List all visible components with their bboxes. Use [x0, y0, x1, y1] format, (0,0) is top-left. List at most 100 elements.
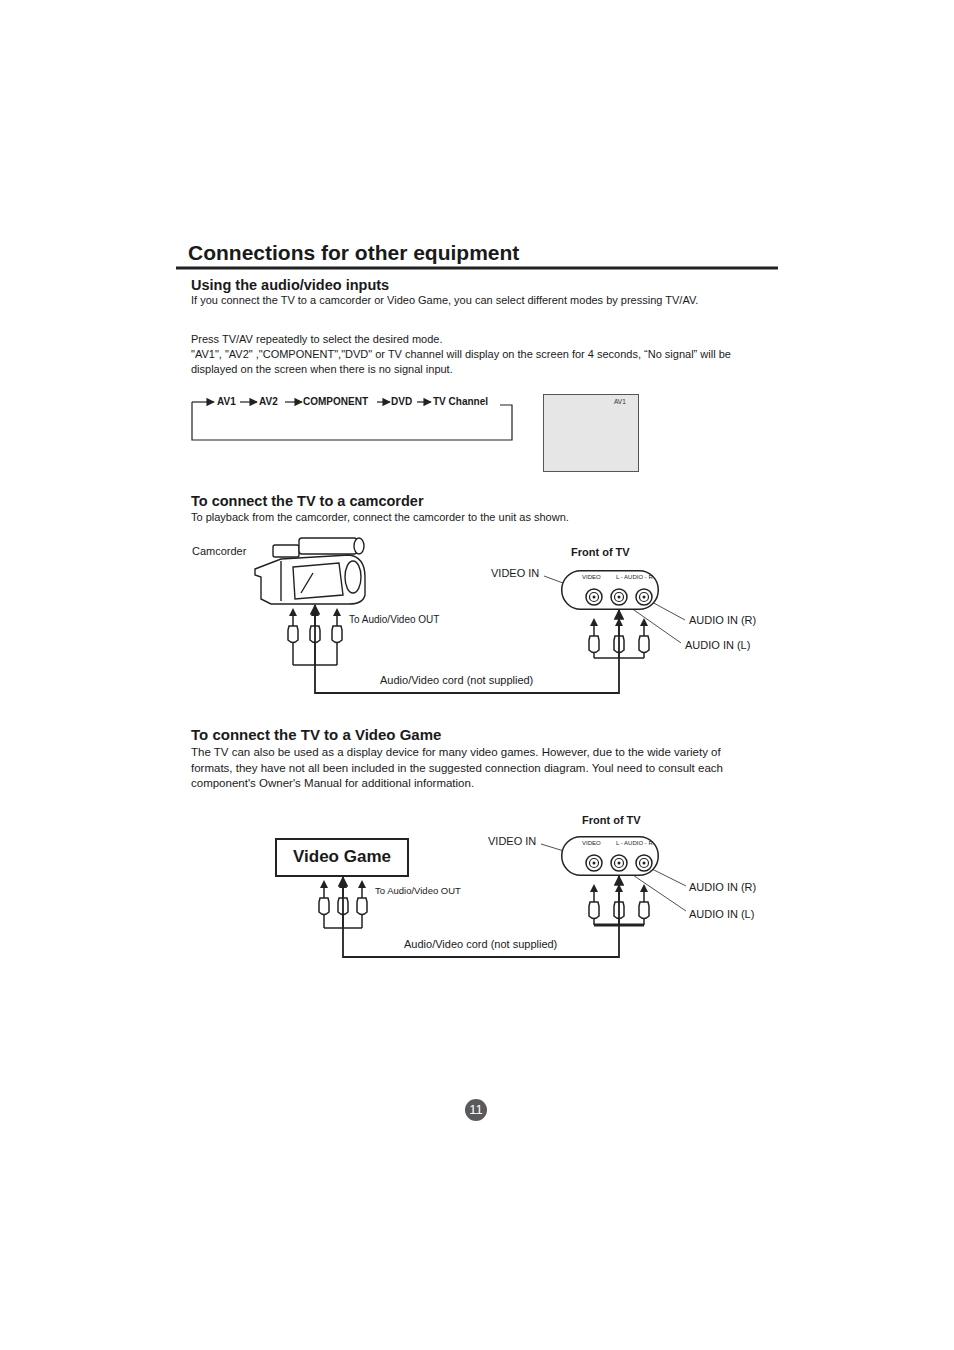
- node-label: AV1: [614, 398, 626, 406]
- panel-outline: [562, 571, 659, 610]
- callout-label: AUDIO IN (R): [689, 614, 756, 628]
- plug-wire: [361, 915, 363, 928]
- plug-arrowhead: [590, 618, 598, 626]
- jack-caption: VIDEO: [582, 840, 601, 847]
- rca-jack-pin: [618, 862, 621, 865]
- page-text: To connect the TV to a camcorder: [191, 492, 424, 510]
- camcorder-shell: [255, 555, 365, 604]
- plug-body: [639, 636, 649, 653]
- plug-pin: [361, 888, 363, 898]
- jack-panel: Front of TVVIDEOL - AUDIO - R: [561, 836, 659, 876]
- rca-jack-pin: [643, 596, 646, 599]
- viewfinder: [273, 545, 299, 557]
- rca-jack: [586, 589, 602, 605]
- callout-label: To Audio/Video OUT: [375, 885, 461, 897]
- callout-label: VIDEO IN: [491, 567, 539, 581]
- plug-arrowhead: [289, 608, 297, 616]
- camcorder-illustration: [253, 537, 366, 605]
- plug-pin: [336, 616, 338, 626]
- page-text: If you connect the TV to a camcorder or …: [191, 294, 698, 308]
- leader-lines: [541, 576, 686, 911]
- plug-pin: [643, 892, 645, 902]
- camcorder: Camcorder: [253, 537, 366, 605]
- jack-panel: Front of TVVIDEOL - AUDIO - R: [561, 570, 659, 610]
- lens-front: [354, 538, 364, 554]
- jack-caption: L - AUDIO - R: [616, 574, 653, 581]
- node-label: Video Game: [293, 847, 391, 867]
- page-text: COMPONENT: [303, 396, 368, 409]
- rca-jack-pin: [643, 862, 646, 865]
- page-text: DVD: [391, 396, 412, 409]
- rca-jack-pin: [593, 862, 596, 865]
- rca-jack-pin: [593, 596, 596, 599]
- plug-body: [319, 898, 329, 915]
- plug-pin: [292, 616, 294, 626]
- screen-display: AV1: [543, 394, 639, 472]
- callout-label: To Audio/Video OUT: [349, 614, 439, 627]
- plug-pin: [593, 892, 595, 902]
- rca-jack-pin: [618, 596, 621, 599]
- node-label: Front of TV: [582, 814, 641, 827]
- page-text: AV1: [217, 396, 236, 409]
- page-text: AV2: [259, 396, 278, 409]
- rca-jack-ring: [590, 593, 599, 602]
- plug-wire: [292, 643, 294, 665]
- title-rule: [176, 267, 778, 270]
- plug-body: [288, 626, 298, 643]
- rca-jack: [586, 855, 602, 871]
- plug-arrowhead: [358, 880, 366, 888]
- rca-jack: [636, 855, 652, 871]
- plug-body: [589, 902, 599, 919]
- page-text: Press TV/AV repeatedly to select the des…: [191, 333, 443, 347]
- plug-body: [589, 636, 599, 653]
- page-text: To playback from the camcorder, connect …: [191, 511, 569, 525]
- page-text: The TV can also be used as a display dev…: [191, 745, 761, 792]
- rca-jack: [611, 589, 627, 605]
- camcorder-body: [255, 538, 365, 604]
- plug-arrowhead: [640, 884, 648, 892]
- page-text: Using the audio/video inputs: [191, 276, 389, 294]
- node-label: Front of TV: [571, 546, 630, 559]
- jack-caption: L - AUDIO - R: [616, 840, 653, 847]
- plug-wire: [336, 643, 338, 665]
- av-cord: [343, 876, 619, 957]
- page-title: Connections for other equipment: [188, 240, 519, 266]
- plug-arrowhead: [590, 884, 598, 892]
- rca-jack: [636, 589, 652, 605]
- plug-body: [332, 626, 342, 643]
- plug-wire: [323, 915, 325, 928]
- panel-outline: [562, 837, 659, 876]
- node-label: 11: [469, 1102, 483, 1118]
- callout-label: VIDEO IN: [488, 835, 536, 849]
- jack-caption: VIDEO: [582, 574, 601, 581]
- callout-label: AUDIO IN (R): [689, 881, 756, 895]
- callout-label: AUDIO IN (L): [689, 908, 754, 922]
- node-label: Camcorder: [192, 545, 246, 558]
- handle-tube: [299, 538, 357, 554]
- camcorder-details: [281, 561, 343, 601]
- plug-arrowhead: [640, 618, 648, 626]
- plug-pin: [323, 888, 325, 898]
- device-box: Video Game: [275, 838, 409, 877]
- cord-label: Audio/Video cord (not supplied): [402, 938, 559, 952]
- page-text: "AV1", "AV2" ,"COMPONENT","DVD" or TV ch…: [191, 347, 776, 377]
- plug-pin: [643, 626, 645, 636]
- callout-label: AUDIO IN (L): [685, 639, 750, 653]
- plug-arrowhead: [320, 880, 328, 888]
- rca-jack-ring: [640, 593, 649, 602]
- plug-pin: [593, 626, 595, 636]
- page-text: TV Channel: [433, 396, 488, 409]
- plug-body: [639, 902, 649, 919]
- rca-jack-ring: [590, 859, 599, 868]
- cord-label: Audio/Video cord (not supplied): [378, 674, 535, 688]
- av-cord: [315, 605, 619, 693]
- plug-body: [357, 898, 367, 915]
- mode-sequence-arrows: [192, 402, 512, 440]
- rca-jack-ring: [615, 593, 624, 602]
- rca-jack: [611, 855, 627, 871]
- page-number: 11: [465, 1099, 487, 1121]
- plug-arrowhead: [333, 608, 341, 616]
- rca-jack-ring: [615, 859, 624, 868]
- camcorder-lens: [345, 561, 361, 593]
- rca-jack-ring: [640, 859, 649, 868]
